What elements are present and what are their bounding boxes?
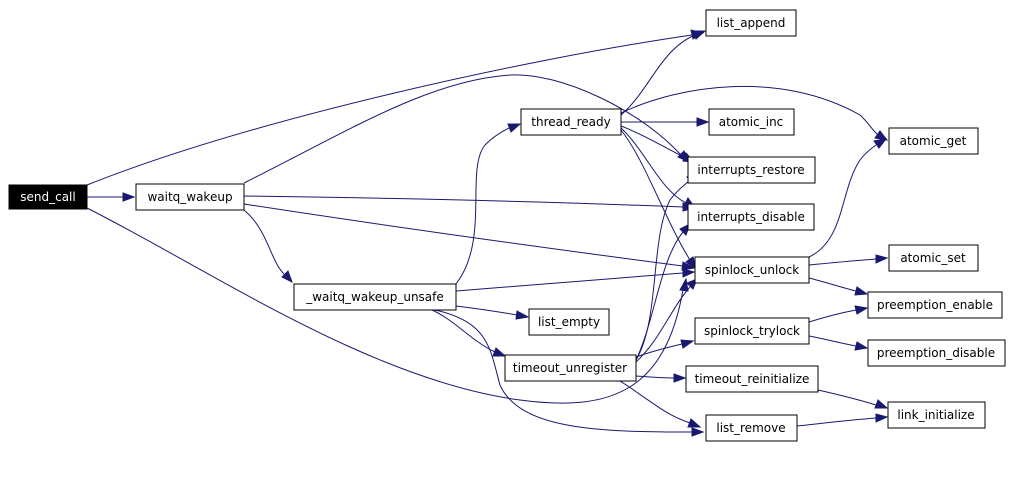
edge-send_call-spinlock_unlock: [86, 207, 689, 404]
node-label: atomic_set: [900, 251, 966, 265]
node-label: spinlock_unlock: [705, 263, 800, 277]
node-send_call[interactable]: send_call: [8, 184, 88, 210]
edge-spinlock_trylock-preemption_disable: [808, 335, 869, 351]
node-list_empty[interactable]: list_empty: [528, 308, 610, 336]
edge-thread_ready-atomic_inc: [621, 117, 710, 127]
edge-timeout_reinitialize-link_initialize: [817, 389, 889, 409]
edge-spinlock_unlock-atomic_get: [808, 138, 888, 258]
edge-waitq_wakeup-spinlock_unlock: [243, 203, 696, 271]
node-label: interrupts_restore: [697, 163, 804, 177]
node-label: waitq_wakeup: [147, 190, 232, 204]
node-atomic_get[interactable]: atomic_get: [888, 127, 979, 155]
node-spinlock_unlock[interactable]: spinlock_unlock: [694, 256, 810, 284]
node-label: preemption_enable: [877, 298, 993, 312]
node-waitq_wakeup[interactable]: waitq_wakeup: [135, 183, 245, 211]
node-list_append[interactable]: list_append: [705, 9, 797, 37]
node-list_remove[interactable]: list_remove: [705, 414, 798, 442]
nodes-layer: send_call waitq_wakeup _waitq_wakeup_uns…: [8, 9, 1006, 442]
edge-waitq_wakeup-interrupts_disable: [243, 195, 696, 212]
node-atomic_set[interactable]: atomic_set: [888, 244, 979, 272]
node-label: link_initialize: [897, 408, 974, 422]
edge-timeout_unregister-timeout_reinitialize: [635, 373, 687, 383]
node-interrupts_restore[interactable]: interrupts_restore: [687, 156, 816, 184]
node-label: list_append: [717, 16, 786, 30]
node-label: timeout_reinitialize: [695, 372, 810, 386]
node-label: list_empty: [538, 315, 600, 329]
node-label: spinlock_trylock: [704, 324, 800, 338]
edge-spinlock_unlock-atomic_set: [808, 254, 889, 266]
edge-_waitq_wakeup_unsafe-timeout_unregister: [429, 308, 507, 357]
edge-_waitq_wakeup_unsafe-list_remove: [429, 308, 705, 437]
edge-thread_ready-interrupts_restore: [620, 125, 696, 163]
edge-send_call-waitq_wakeup: [87, 192, 136, 202]
node-label: list_remove: [716, 421, 785, 435]
node-preemption_enable[interactable]: preemption_enable: [867, 291, 1003, 319]
edge-list_remove-link_initialize: [796, 413, 889, 427]
node-atomic_inc[interactable]: atomic_inc: [708, 108, 795, 136]
edge-timeout_unregister-spinlock_trylock: [635, 339, 695, 358]
node-preemption_disable[interactable]: preemption_disable: [867, 339, 1006, 367]
node-label: thread_ready: [531, 115, 610, 129]
edge-timeout_unregister-list_remove: [619, 380, 702, 428]
node-link_initialize[interactable]: link_initialize: [887, 401, 986, 429]
edge-spinlock_unlock-preemption_enable: [808, 277, 869, 296]
node-label: interrupts_disable: [697, 210, 805, 224]
node-_waitq_wakeup_unsafe[interactable]: _waitq_wakeup_unsafe: [293, 283, 457, 311]
edge-spinlock_trylock-preemption_enable: [808, 305, 869, 323]
edge-thread_ready-spinlock_unlock: [620, 129, 697, 271]
edge-thread_ready-list_append: [620, 30, 707, 116]
node-label: timeout_unregister: [513, 361, 627, 375]
edge-waitq_wakeup-_waitq_wakeup_unsafe: [243, 209, 293, 284]
node-timeout_reinitialize[interactable]: timeout_reinitialize: [685, 365, 819, 393]
node-label: send_call: [20, 190, 75, 204]
node-thread_ready[interactable]: thread_ready: [520, 108, 622, 136]
node-label: _waitq_wakeup_unsafe: [305, 290, 444, 304]
node-label: preemption_disable: [877, 346, 995, 360]
node-timeout_unregister[interactable]: timeout_unregister: [504, 354, 637, 382]
edge-_waitq_wakeup_unsafe-list_empty: [455, 305, 530, 320]
edges-layer: [86, 29, 889, 437]
edge-_waitq_wakeup_unsafe-spinlock_unlock: [455, 268, 696, 292]
node-interrupts_disable[interactable]: interrupts_disable: [687, 203, 815, 231]
edge-_waitq_wakeup_unsafe-thread_ready: [455, 123, 522, 285]
node-spinlock_trylock[interactable]: spinlock_trylock: [694, 317, 810, 345]
node-label: atomic_inc: [719, 115, 784, 129]
edge-thread_ready-interrupts_disable: [620, 127, 697, 209]
node-label: atomic_get: [900, 134, 967, 148]
edge-thread_ready-atomic_get: [620, 85, 889, 141]
